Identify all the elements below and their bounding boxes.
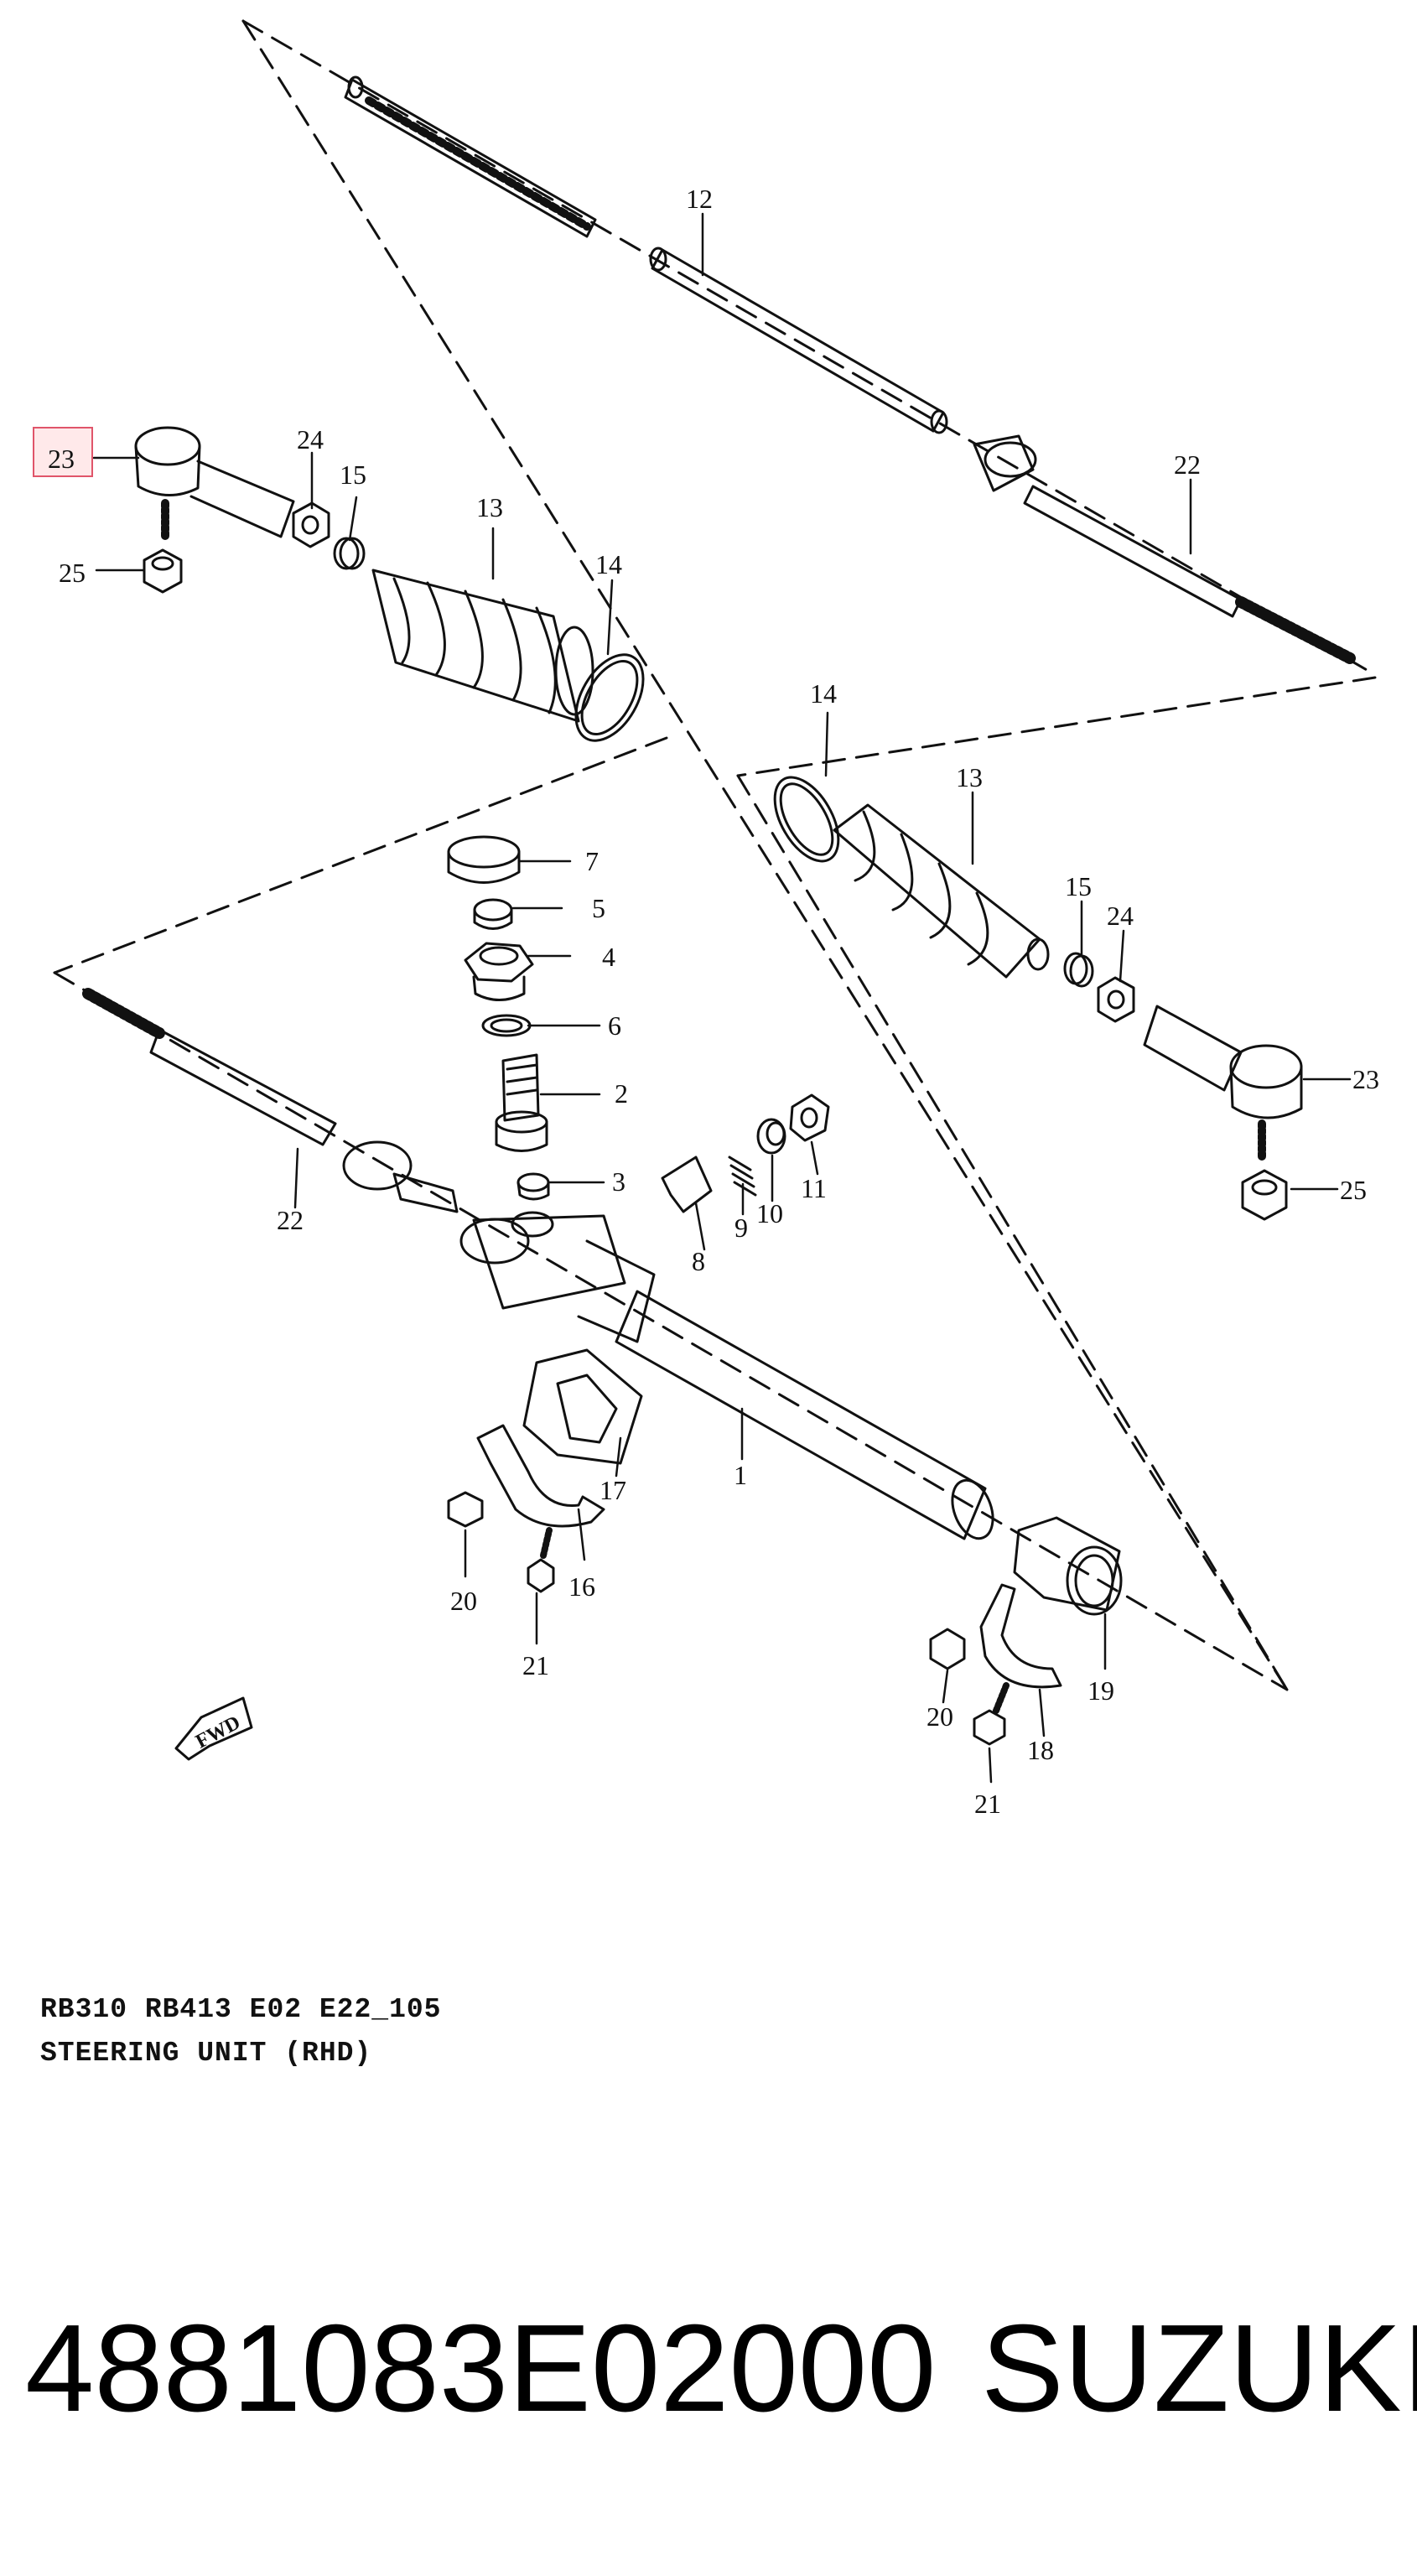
callout-17: 17 xyxy=(600,1475,626,1505)
callout-12: 12 xyxy=(686,184,713,214)
bushing-part-19 xyxy=(1013,1516,1123,1616)
assembly-outline xyxy=(53,19,1377,1691)
callout-24-right: 24 xyxy=(1107,901,1134,931)
callout-20-left: 20 xyxy=(450,1586,477,1616)
callout-14-right: 14 xyxy=(810,678,837,709)
highlight-box xyxy=(33,427,93,477)
callout-22-upper: 22 xyxy=(1174,449,1201,480)
nut-part-25-right xyxy=(1241,1169,1288,1221)
callout-25-right: 25 xyxy=(1340,1175,1367,1205)
callout-24-left: 24 xyxy=(297,424,324,454)
callout-11: 11 xyxy=(801,1173,827,1203)
callout-14-left: 14 xyxy=(595,549,622,579)
callout-20-right: 20 xyxy=(926,1701,953,1732)
pinion-part-2 xyxy=(495,1053,548,1152)
callout-3: 3 xyxy=(612,1166,625,1197)
callout-1: 1 xyxy=(734,1460,747,1490)
bracket-part-16 xyxy=(476,1424,605,1528)
bolt-part-21-left xyxy=(527,1527,555,1593)
callout-7: 7 xyxy=(585,846,599,876)
callout-9: 9 xyxy=(734,1213,748,1243)
callout-2: 2 xyxy=(615,1078,628,1109)
bolt-part-21-right xyxy=(973,1682,1010,1746)
callout-23-left: 23 xyxy=(48,444,75,474)
plug-part-4 xyxy=(464,942,534,1001)
leader-lines xyxy=(92,212,1352,1784)
tie-rod-part-22-lower xyxy=(82,988,459,1213)
callout-21-left: 21 xyxy=(522,1650,549,1680)
callout-23-right: 23 xyxy=(1352,1064,1379,1094)
bearing-part-3 xyxy=(516,1172,550,1201)
callout-6: 6 xyxy=(608,1010,621,1041)
band-part-14-right xyxy=(773,776,840,863)
lock-nut-part-24-left xyxy=(292,501,330,548)
callout-13-left: 13 xyxy=(476,492,503,522)
callout-21-right: 21 xyxy=(974,1789,1001,1819)
brand-name: SUZUKI xyxy=(981,2299,1417,2438)
tie-rod-end-part-23-left xyxy=(134,426,295,541)
callout-13-right: 13 xyxy=(956,762,983,792)
callout-4: 4 xyxy=(602,942,615,972)
callout-15-right: 15 xyxy=(1065,871,1092,901)
clip-part-15-left xyxy=(333,537,366,570)
yoke-part-8 xyxy=(661,1156,713,1213)
callout-15-left: 15 xyxy=(340,460,366,490)
callout-22-lower: 22 xyxy=(277,1205,304,1235)
callout-18: 18 xyxy=(1027,1735,1054,1765)
lock-nut-part-11 xyxy=(789,1093,830,1142)
seal-part-5 xyxy=(473,898,513,930)
boot-part-13-right xyxy=(833,803,1050,979)
fwd-arrow-icon xyxy=(174,1696,253,1761)
callout-5: 5 xyxy=(592,893,605,923)
band-part-14-left xyxy=(574,653,645,742)
adjuster-part-10 xyxy=(756,1118,786,1155)
tie-rod-end-part-23-right xyxy=(1143,1005,1303,1161)
cap-part-7 xyxy=(447,835,521,884)
lock-nut-part-24-right xyxy=(1097,976,1135,1023)
clip-part-15-right xyxy=(1063,952,1094,988)
callout-8: 8 xyxy=(692,1246,705,1276)
callout-labels: 23 24 15 25 13 14 12 22 14 13 15 24 23 2… xyxy=(48,184,1379,1819)
boot-part-13-left xyxy=(371,569,594,723)
diagram-caption-title: STEERING UNIT (RHD) xyxy=(40,2038,372,2069)
callout-10: 10 xyxy=(756,1198,783,1228)
part-number: 4881083E02000 xyxy=(25,2299,937,2438)
nut-part-25-left xyxy=(143,548,183,594)
nut-part-20-left xyxy=(447,1491,484,1528)
rack-bar-part-12 xyxy=(344,75,948,434)
spring-part-9 xyxy=(728,1156,757,1197)
bracket-part-18 xyxy=(979,1583,1062,1689)
callout-25-left: 25 xyxy=(59,558,86,588)
callout-19: 19 xyxy=(1087,1675,1114,1706)
callout-16: 16 xyxy=(568,1571,595,1602)
tie-rod-part-22-upper xyxy=(973,434,1356,664)
nut-part-20-right xyxy=(929,1628,966,1670)
washer-part-6 xyxy=(481,1014,532,1037)
gear-housing-part-1 xyxy=(459,1211,994,1540)
diagram-caption-code: RB310 RB413 E02 E22_105 xyxy=(40,1994,442,2025)
bushing-part-17 xyxy=(522,1348,643,1465)
